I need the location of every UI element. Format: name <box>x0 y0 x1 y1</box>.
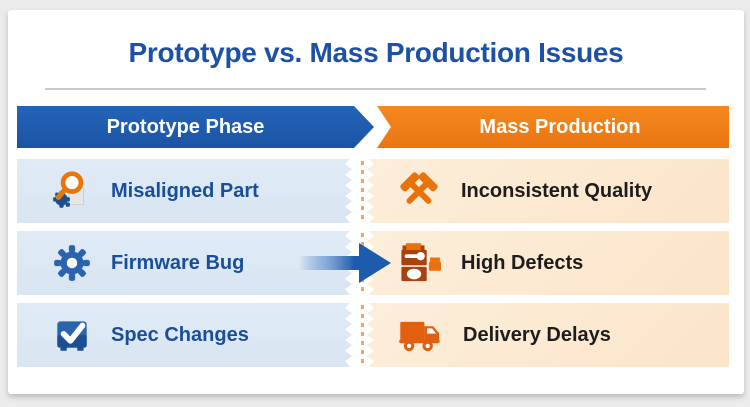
issue-label: Firmware Bug <box>111 251 245 274</box>
issue-label: Misaligned Part <box>111 179 259 202</box>
issue-label: Inconsistent Quality <box>461 179 653 202</box>
issue-label: High Defects <box>461 251 584 274</box>
gear-icon <box>51 242 93 284</box>
list-item: Inconsistent Quality <box>367 159 729 223</box>
header-prototype-phase: Prototype Phase <box>17 106 374 148</box>
list-item: Misaligned Part <box>17 159 352 223</box>
defect-machine-icon <box>401 243 441 282</box>
header-mass-production-label: Mass Production <box>479 115 641 138</box>
perforation-divider <box>361 161 364 221</box>
crossed-hammers-icon <box>400 172 438 204</box>
flow-arrow-icon <box>299 243 391 283</box>
delivery-truck-icon <box>399 321 440 352</box>
title-divider <box>45 88 706 90</box>
list-item: Spec Changes <box>17 303 352 367</box>
magnifier-gear-icon <box>51 170 93 212</box>
checkbox-check-icon <box>51 314 93 356</box>
perforation-divider <box>361 305 364 365</box>
issue-label: Delivery Delays <box>463 323 611 346</box>
header-mass-production: Mass Production <box>377 106 729 148</box>
infographic-card: Prototype vs. Mass Production Issues Pro… <box>8 10 744 394</box>
issue-label: Spec Changes <box>111 323 249 346</box>
header-prototype-label: Prototype Phase <box>106 115 265 138</box>
list-item: Delivery Delays <box>367 303 729 367</box>
page-title: Prototype vs. Mass Production Issues <box>128 37 624 68</box>
list-item: Firmware Bug <box>17 231 352 295</box>
list-item: High Defects <box>367 231 729 295</box>
